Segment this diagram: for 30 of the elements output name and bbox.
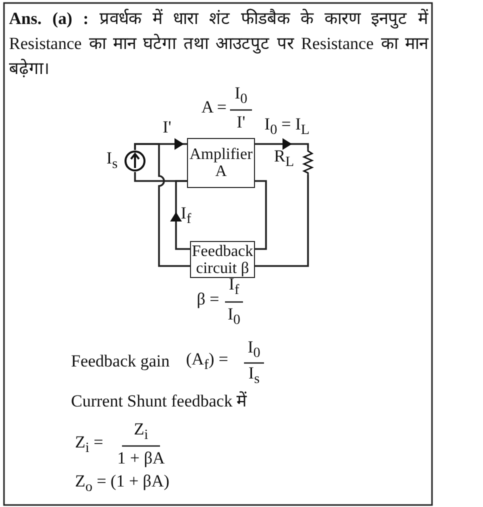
formula-text: β = [196, 290, 220, 310]
symbol-label: I$_{s}$ [106, 150, 118, 172]
formula-text: Feedback gain [71, 352, 170, 372]
denominator: I' [236, 114, 246, 132]
wire [170, 180, 190, 250]
resistor-symbol [302, 148, 314, 175]
current-label: I' [162, 118, 172, 138]
wire [255, 180, 267, 250]
symbol-label: R$_{L}$ [274, 148, 294, 170]
current-label: I$_{f}$ [180, 204, 192, 228]
current-label: I$_{0}$ = I$_{L}$ [264, 116, 310, 138]
formula-text: (A$_{f}$) = [186, 350, 228, 374]
answer-text: Ans. (a) : प्रवर्धक में धारा शंट फीडबैक के कारण इनपुट में Resistance का मान घटेगा तथा आउटपुट पर Resistance का मान बढ़ेगा। [9, 8, 428, 80]
numerator: I$_{0}$ [248, 338, 260, 362]
formula-text: Z$_{i}$ = [75, 434, 104, 456]
numerator: I$_{f}$ [228, 276, 240, 298]
formula-text: A = [201, 98, 227, 118]
note-text: Current Shunt feedback में [71, 392, 247, 412]
wire [255, 175, 309, 267]
wire [134, 143, 190, 267]
numerator: Z$_{i}$ [134, 420, 148, 444]
denominator: I$_{0}$ [228, 306, 240, 328]
current-source-symbol [124, 150, 146, 172]
numerator: I$_{0}$ [234, 84, 248, 108]
formula-text: Z$_{o}$ = (1 + βA) [75, 472, 170, 496]
amplifier-box: Amplifier A [187, 138, 255, 188]
wire [255, 138, 309, 150]
feedback-box: Feedback circuit β [190, 241, 255, 278]
denominator: 1 + βA [117, 450, 165, 468]
denominator: I$_{s}$ [248, 364, 260, 388]
